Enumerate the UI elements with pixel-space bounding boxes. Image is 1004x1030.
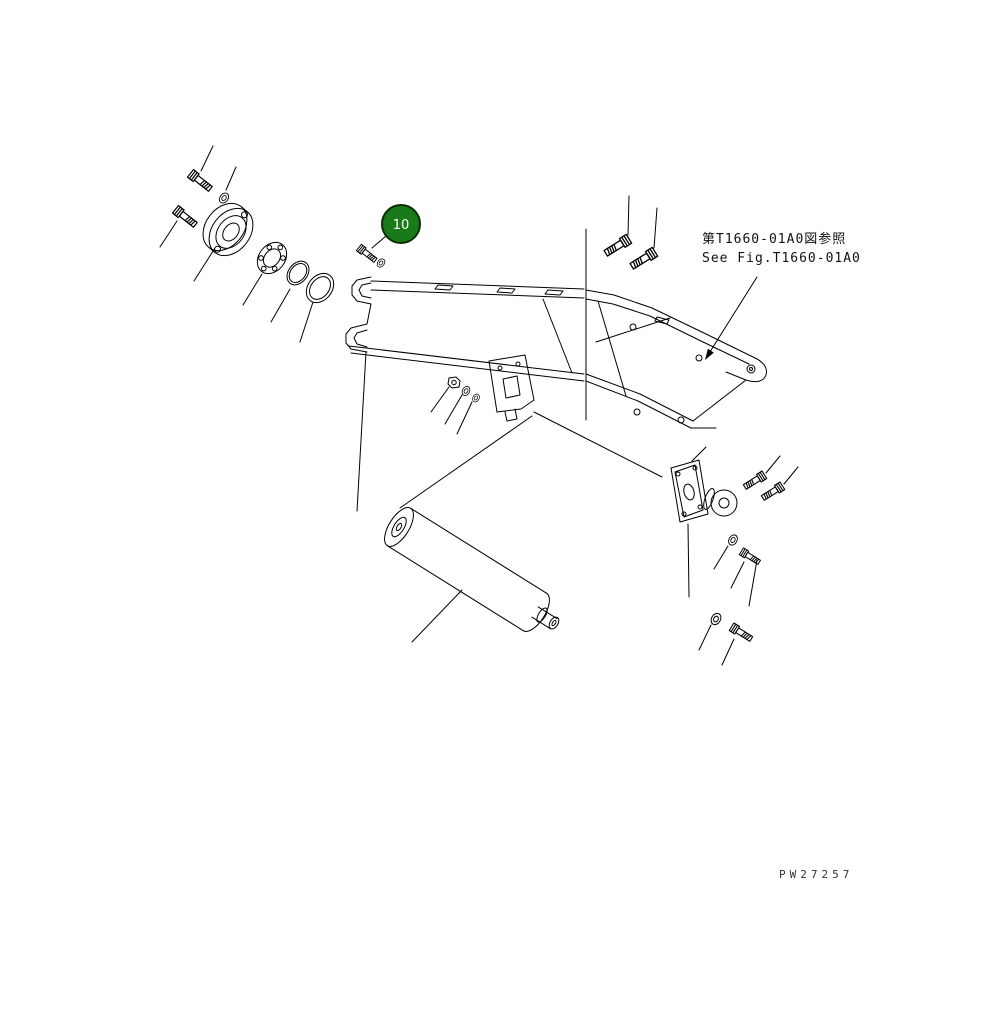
lower-fasteners-drawing <box>687 523 755 666</box>
roller-bracket-drawing <box>430 354 535 435</box>
bearing-cap-assembly-drawing <box>159 145 335 343</box>
drawing-number: PW27257 <box>779 868 854 881</box>
track-frame-drawing <box>345 228 767 429</box>
alignment-lines <box>356 351 663 512</box>
figure-reference-note: 第T1660-01A0図参照 See Fig.T1660-01A0 <box>702 230 861 268</box>
figure-reference-arrow <box>705 276 758 360</box>
callout-number: 10 <box>393 218 410 233</box>
figure-reference-english: See Fig.T1660-01A0 <box>702 251 861 266</box>
callout-circle[interactable] <box>381 204 421 244</box>
roller-drum-drawing <box>384 507 560 643</box>
leader-lines-bearing-group <box>159 145 314 343</box>
frame-mounting-bolts-drawing <box>602 195 659 272</box>
figure-reference-japanese: 第T1660-01A0図参照 <box>702 232 847 247</box>
part-callout-balloon[interactable]: 10 <box>381 204 421 244</box>
mount-plate-assembly-drawing <box>670 446 799 607</box>
callout-bolt-drawing <box>355 235 387 269</box>
